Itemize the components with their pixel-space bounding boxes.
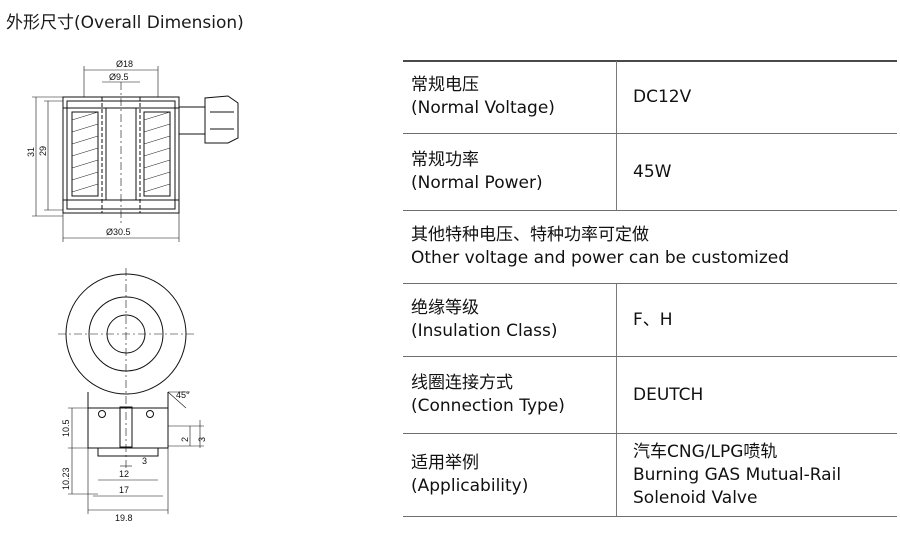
spec-row-power: 常规功率 (Normal Power) 45W bbox=[403, 134, 897, 210]
dim-label: 12 bbox=[119, 469, 129, 479]
dim-label: 3 bbox=[197, 437, 207, 442]
power-label-cn: 常规功率 bbox=[411, 150, 479, 170]
voltage-label-en: (Normal Voltage) bbox=[411, 98, 555, 118]
custom-note-cn: 其他特种电压、特种功率可定做 bbox=[411, 225, 649, 245]
spec-row-connection: 线圈连接方式 (Connection Type) DEUTCH bbox=[403, 357, 897, 433]
dim-label: 3 bbox=[142, 456, 147, 466]
power-value: 45W bbox=[633, 161, 672, 182]
applicability-value-line: Burning GAS Mutual-Rail bbox=[633, 464, 842, 485]
dimension-drawing: Ø18 Ø9.5 31 29 Ø30.5 bbox=[26, 59, 239, 523]
dim-label: 29 bbox=[38, 146, 48, 156]
insulation-label-en: (Insulation Class) bbox=[411, 321, 558, 341]
dim-label: Ø30.5 bbox=[106, 227, 131, 237]
insulation-label-cn: 绝缘等级 bbox=[411, 298, 479, 318]
dim-label: 31 bbox=[26, 147, 36, 157]
connection-label-en: (Connection Type) bbox=[411, 396, 565, 416]
dim-label: 10.23 bbox=[61, 467, 71, 490]
dim-label: 45° bbox=[176, 390, 190, 400]
dim-label: Ø9.5 bbox=[109, 72, 129, 82]
spec-row-insulation: 绝缘等级 (Insulation Class) F、H bbox=[403, 284, 897, 356]
dim-label: Ø18 bbox=[116, 59, 133, 69]
connector-plate bbox=[87, 392, 169, 457]
coil-section-view bbox=[32, 66, 239, 242]
insulation-value: F、H bbox=[633, 309, 673, 330]
connection-label-cn: 线圈连接方式 bbox=[411, 373, 513, 393]
spec-row-custom-note: 其他特种电压、特种功率可定做 Other voltage and power c… bbox=[403, 211, 897, 283]
terminal-slot bbox=[119, 406, 133, 448]
coil-end-view bbox=[58, 268, 204, 514]
applicability-value-line: 汽车CNG/LPG喷轨 bbox=[633, 441, 778, 462]
dim-label: 10.5 bbox=[61, 419, 71, 437]
custom-note-en: Other voltage and power can be customize… bbox=[411, 248, 790, 268]
voltage-value: DC12V bbox=[633, 86, 692, 107]
connection-value: DEUTCH bbox=[633, 384, 704, 405]
voltage-label-cn: 常规电压 bbox=[411, 75, 479, 95]
dim-label: 2 bbox=[180, 437, 190, 442]
page-title: 外形尺寸(Overall Dimension) bbox=[6, 13, 244, 33]
applicability-label-en: (Applicability) bbox=[411, 476, 529, 496]
applicability-label-cn: 适用举例 bbox=[411, 453, 479, 473]
dim-label: 19.8 bbox=[115, 513, 133, 523]
dim-label: 17 bbox=[119, 485, 129, 495]
connector-outline bbox=[179, 95, 239, 144]
power-label-en: (Normal Power) bbox=[411, 173, 543, 193]
applicability-value-line: Solenoid Valve bbox=[633, 487, 758, 508]
spec-row-voltage: 常规电压 (Normal Voltage) DC12V bbox=[403, 61, 897, 133]
spec-row-applicability: 适用举例 (Applicability) 汽车CNG/LPG喷轨 Burning… bbox=[403, 434, 897, 516]
